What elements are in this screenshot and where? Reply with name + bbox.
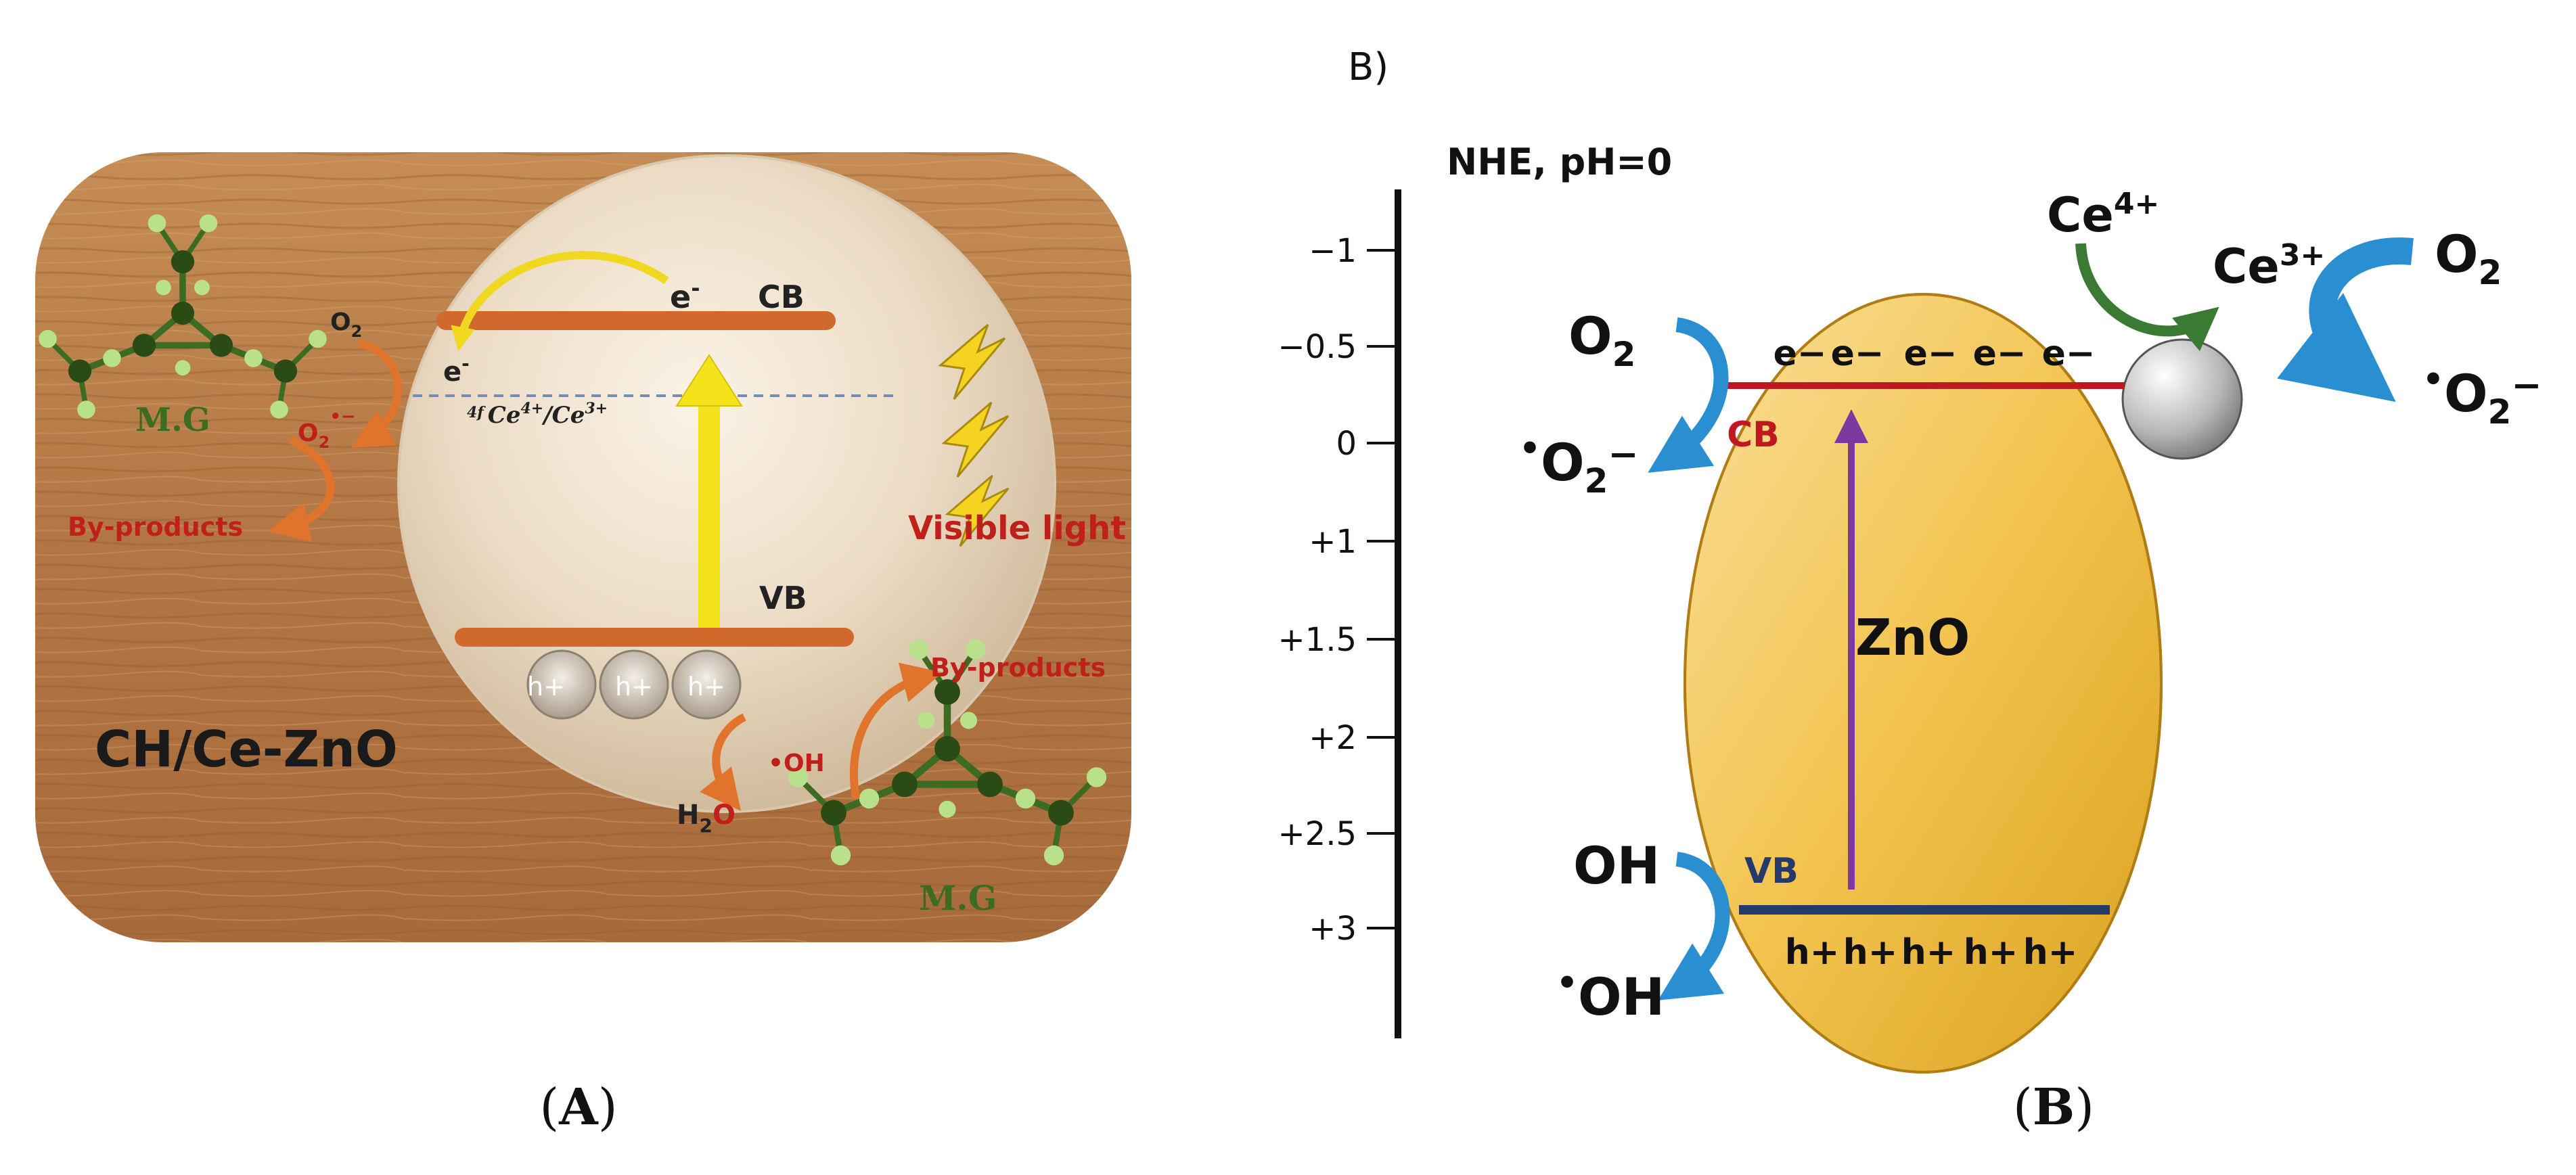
byproducts-left: By-products — [68, 512, 243, 542]
electron-3: e− — [1904, 333, 1958, 374]
right-degradation-arrow — [849, 662, 943, 799]
dye-label-left: M.G — [135, 401, 210, 439]
oh-radical-label-a: •OH — [768, 750, 825, 777]
hole-b-1: h+ — [1785, 932, 1840, 973]
conduction-band-a — [436, 311, 836, 330]
excitation-arrow-head — [675, 354, 743, 407]
visible-light-label: Visible light — [908, 509, 1126, 547]
superoxide-label-left: •O2− — [1519, 429, 1639, 501]
oh-label: OH — [1573, 835, 1660, 896]
hole-b-4: h+ — [1964, 932, 2018, 973]
byproducts-right: By-products — [930, 653, 1106, 683]
electron-1: e− — [1773, 333, 1827, 374]
axis-tick-label: +1.5 — [1278, 621, 1357, 659]
zno-label: ZnO — [1855, 609, 1970, 667]
material-label: CH/Ce-ZnO — [95, 720, 398, 779]
hole-label-3: h+ — [687, 672, 725, 701]
axis-tick-label: 0 — [1336, 425, 1357, 463]
excitation-arrow-shaft — [698, 406, 720, 628]
axis-tick-label: +2.5 — [1278, 815, 1357, 853]
o2-reduction-arrow-right — [2277, 237, 2414, 402]
o2-reduction-arrow-left — [1648, 317, 1729, 473]
left-degradation-arrow — [268, 436, 335, 543]
superoxide-label-a: O2•− — [298, 407, 356, 452]
ce4-label: Ce4+ — [2047, 187, 2159, 243]
ce3-label: Ce3+ — [2213, 238, 2325, 294]
axis-tick-label: +1 — [1309, 523, 1357, 561]
o2-reduction-arrow — [351, 340, 402, 448]
hole-bubble-3 — [671, 649, 742, 720]
vb-label-b: VB — [1744, 851, 1799, 892]
cb-label-b: CB — [1727, 415, 1780, 455]
axis-tick-label: +3 — [1309, 910, 1357, 948]
hole-label-2: h+ — [615, 672, 653, 701]
superoxide-label-right: •O2− — [2422, 360, 2542, 432]
water-label: H2O — [677, 800, 736, 837]
electron-label-top: e- — [670, 275, 700, 315]
valence-band-a — [455, 628, 854, 647]
caption-a: (A) — [539, 1078, 617, 1136]
ce-nanoparticle — [2121, 338, 2243, 460]
hole-b-3: h+ — [1901, 932, 1956, 973]
hole-bubble-1 — [526, 649, 597, 720]
electron-label-left: e- — [443, 352, 470, 388]
hole-b-2: h+ — [1843, 932, 1898, 973]
oh-oxidation-arrow — [1658, 852, 1730, 1000]
cb-label-a: CB — [758, 279, 805, 315]
dye-label-right: M.G — [919, 878, 997, 918]
catalyst-sphere — [397, 154, 1056, 813]
ce-reduction-arrow — [2075, 243, 2219, 352]
electron-4: e− — [1973, 333, 2027, 374]
axis-ticks: −1 −0.5 0 +1 +1.5 +2 +2.5 +3 — [1278, 232, 1398, 948]
axis-tick-label: −0.5 — [1278, 328, 1357, 366]
panel-b: B) NHE, pH=0 −1 −0.5 0 +1 +1.5 +2 +2.5 +3 ZnO C… — [1278, 45, 2541, 1136]
electron-transfer-arrow — [451, 251, 669, 352]
vb-label-a: VB — [759, 580, 807, 616]
hole-bubble-2 — [599, 649, 669, 720]
o2-label-right: O2 — [2435, 224, 2502, 292]
hole-b-5: h+ — [2023, 932, 2078, 973]
axis-tick-label: −1 — [1309, 232, 1357, 270]
electron-5: e− — [2042, 333, 2096, 374]
water-oxidation-arrow — [700, 713, 746, 811]
o2-label-left: O2 — [1568, 306, 1635, 374]
o2-label-a: O2 — [330, 308, 362, 341]
hole-label-1: h+ — [527, 672, 565, 701]
axis-title: NHE, pH=0 — [1447, 141, 1672, 183]
caption-b: (B) — [2013, 1078, 2094, 1136]
axis-tick-label: +2 — [1309, 719, 1357, 757]
oh-radical-label-b: •OH — [1556, 963, 1665, 1027]
panel-b-label: B) — [1348, 45, 1388, 89]
electron-2: e− — [1831, 333, 1884, 374]
